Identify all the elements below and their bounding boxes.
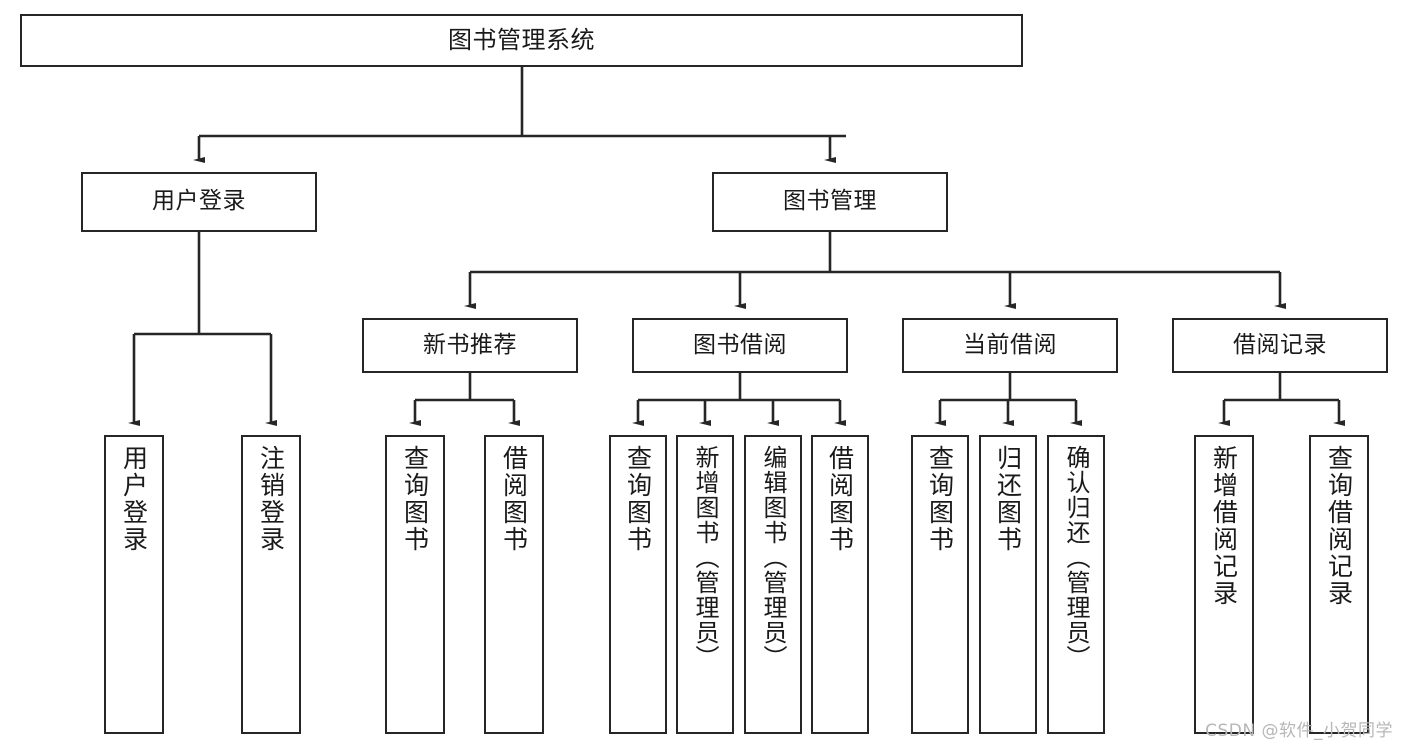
watermark-text: CSDN @软件_小贺同学 [1205, 721, 1393, 741]
node-new-book-recommend-label: 新书推荐 [423, 331, 517, 358]
node-leaf-logout-label: 注销登录 [256, 445, 286, 553]
node-new-book-recommend[interactable]: 新书推荐 [362, 318, 578, 373]
node-leaf-edit-book-label: 编辑图书（管理员） [759, 445, 787, 670]
node-leaf-user-login-label: 用户登录 [119, 445, 149, 553]
node-root-label: 图书管理系统 [448, 26, 595, 55]
node-leaf-query-book-2[interactable]: 查询图书 [609, 435, 667, 734]
node-leaf-confirm-return[interactable]: 确认归还（管理员） [1047, 435, 1105, 734]
node-user-login[interactable]: 用户登录 [81, 172, 317, 232]
node-leaf-query-record-label: 查询借阅记录 [1324, 445, 1354, 607]
node-book-borrow-label: 图书借阅 [693, 331, 787, 358]
node-book-management-label: 图书管理 [783, 188, 877, 215]
node-leaf-query-book-1-label: 查询图书 [400, 445, 430, 553]
node-current-borrow-label: 当前借阅 [963, 331, 1057, 358]
node-leaf-query-book-1[interactable]: 查询图书 [385, 435, 445, 734]
node-leaf-borrow-book-2[interactable]: 借阅图书 [811, 435, 869, 734]
node-borrow-record[interactable]: 借阅记录 [1172, 318, 1388, 373]
node-leaf-borrow-book-1-label: 借阅图书 [499, 445, 529, 553]
node-leaf-return-book[interactable]: 归还图书 [979, 435, 1037, 734]
node-leaf-query-record[interactable]: 查询借阅记录 [1309, 435, 1369, 734]
node-borrow-record-label: 借阅记录 [1233, 331, 1327, 358]
node-leaf-borrow-book-2-label: 借阅图书 [825, 445, 855, 553]
node-book-borrow[interactable]: 图书借阅 [632, 318, 848, 373]
node-leaf-add-book[interactable]: 新增图书（管理员） [676, 435, 734, 734]
node-leaf-add-book-label: 新增图书（管理员） [691, 445, 719, 670]
node-book-management[interactable]: 图书管理 [712, 172, 948, 232]
node-user-login-label: 用户登录 [152, 188, 246, 215]
node-leaf-add-record[interactable]: 新增借阅记录 [1194, 435, 1254, 734]
node-leaf-user-login[interactable]: 用户登录 [104, 435, 164, 734]
node-leaf-query-book-3[interactable]: 查询图书 [911, 435, 969, 734]
node-leaf-borrow-book-1[interactable]: 借阅图书 [484, 435, 544, 734]
node-current-borrow[interactable]: 当前借阅 [902, 318, 1118, 373]
node-leaf-query-book-2-label: 查询图书 [623, 445, 653, 553]
node-leaf-return-book-label: 归还图书 [993, 445, 1023, 553]
node-leaf-confirm-return-label: 确认归还（管理员） [1062, 445, 1090, 670]
node-leaf-add-record-label: 新增借阅记录 [1209, 445, 1239, 607]
node-leaf-query-book-3-label: 查询图书 [925, 445, 955, 553]
node-root[interactable]: 图书管理系统 [20, 14, 1023, 67]
node-leaf-edit-book[interactable]: 编辑图书（管理员） [744, 435, 802, 734]
node-leaf-logout[interactable]: 注销登录 [241, 435, 301, 734]
